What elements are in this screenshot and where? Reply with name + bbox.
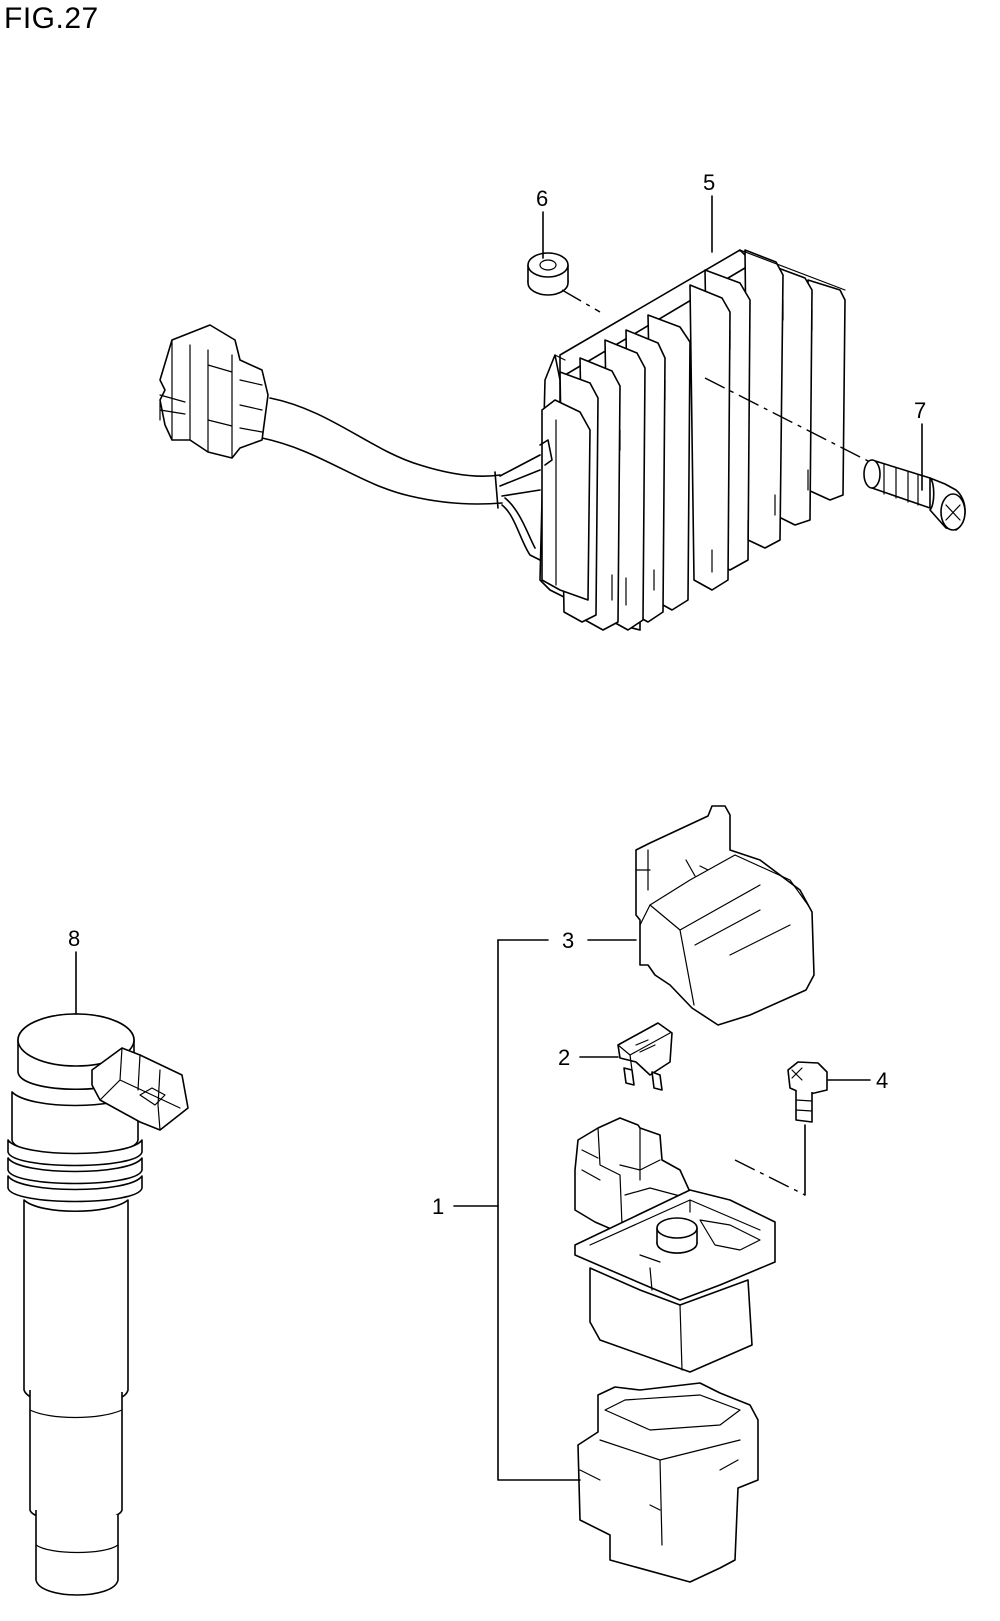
callout-6: 6 [536, 186, 548, 211]
regulator-connector[interactable] [159, 324, 269, 459]
starter-relay-part-1[interactable] [574, 1117, 776, 1373]
figure-title: FIG.27 [4, 2, 99, 35]
callout-1: 1 [432, 1194, 444, 1219]
cover-part-3[interactable] [635, 805, 815, 1026]
callout-8: 8 [68, 926, 80, 951]
leader-lines-bottom [453, 939, 871, 1481]
bolt-part-7[interactable] [863, 459, 966, 531]
callout-4: 4 [876, 1068, 888, 1093]
regulator-rectifier[interactable] [539, 249, 846, 631]
screw-part-4[interactable] [787, 1061, 828, 1123]
callout-3: 3 [562, 928, 574, 953]
ignition-coil-part-8[interactable] [7, 1013, 189, 1596]
relay-boot[interactable] [577, 1382, 759, 1583]
collar-part-6[interactable] [527, 252, 569, 296]
callout-7: 7 [914, 398, 926, 423]
callout-5: 5 [703, 170, 715, 195]
regulator-wire-harness [261, 397, 553, 561]
fuse-part-2[interactable] [617, 1022, 673, 1091]
callout-2: 2 [558, 1045, 570, 1070]
leader-lines-top [542, 195, 923, 491]
